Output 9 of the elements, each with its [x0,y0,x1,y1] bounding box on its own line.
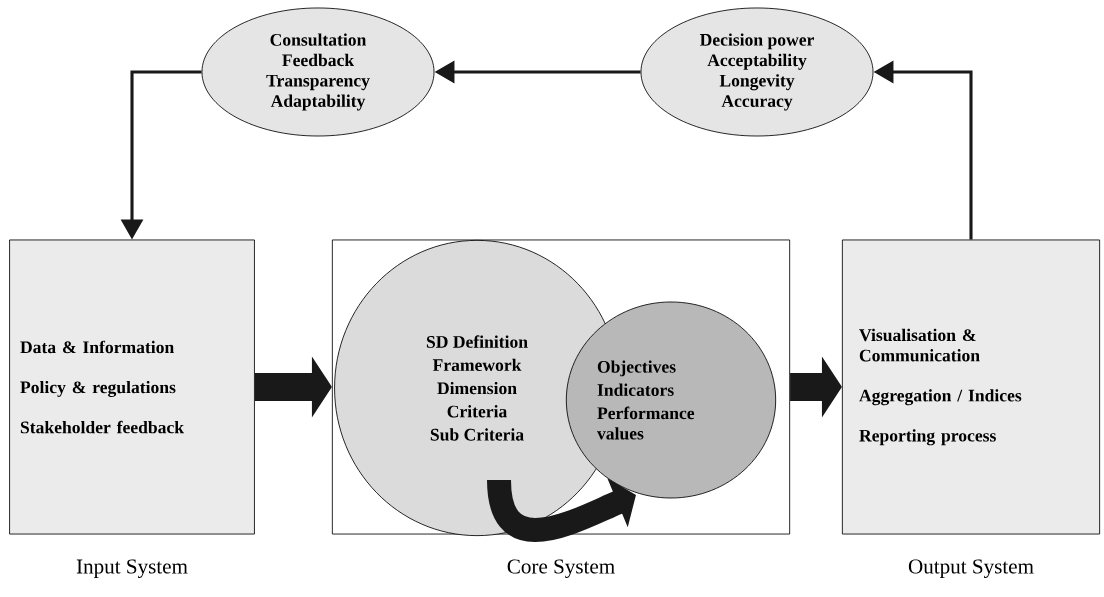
oval: Consultation Feedback Transparency Adaptability [201,7,435,137]
oval: Decision power Acceptability Longevity Accuracy [640,7,874,137]
system-caption: Input System [76,559,188,578]
output-box: Visualisation & Communication Aggregation / Indices Reporting process [841,239,1101,535]
oval: Objectives Indicators Performance values [565,301,777,499]
system-caption: Output System [908,559,1034,578]
arrow [487,478,636,542]
input-box: Data & Information Policy & regulations Stakeholder feedback [9,239,255,535]
system-caption: Core System [507,559,615,578]
